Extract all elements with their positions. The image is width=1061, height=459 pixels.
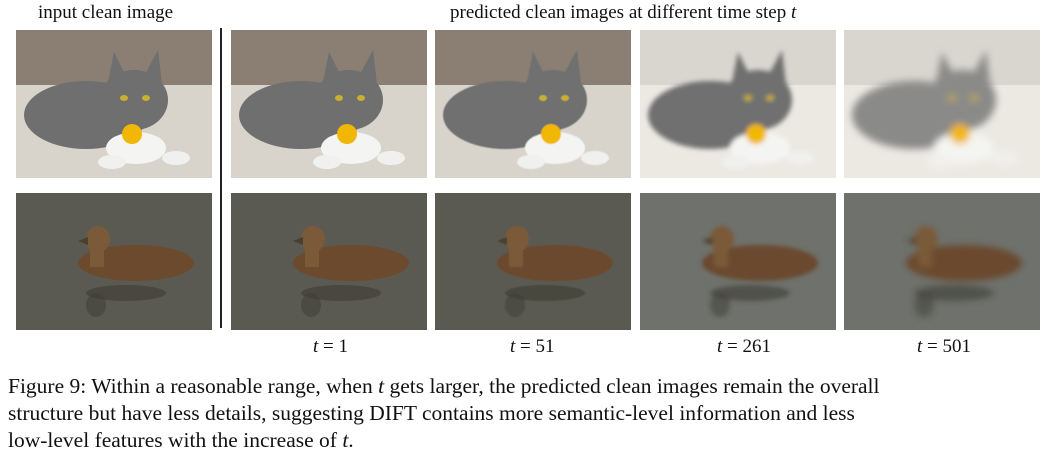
cat-image-t1 xyxy=(231,30,427,178)
input-column-header: input clean image xyxy=(38,2,174,23)
caption-line-2: structure but have less details, suggest… xyxy=(8,401,855,425)
time-step-variable: t xyxy=(313,336,319,357)
duck-image-input xyxy=(16,193,212,330)
cat-image-t261 xyxy=(640,30,836,178)
duck-image-t1 xyxy=(231,193,427,330)
time-step-value: = 1 xyxy=(318,336,348,357)
cat-image-t501 xyxy=(844,30,1040,178)
time-step-value: = 501 xyxy=(922,336,971,357)
time-step-label-1: t = 1 xyxy=(313,336,348,358)
duck-image-t501 xyxy=(844,193,1040,330)
time-step-variable: t xyxy=(917,336,923,357)
column-divider xyxy=(220,28,222,328)
predicted-columns-header: predicted clean images at different time… xyxy=(450,2,796,24)
time-step-value: = 51 xyxy=(515,336,555,357)
predicted-header-text: predicted clean images at different time… xyxy=(450,2,791,23)
time-step-variable: t xyxy=(510,336,516,357)
duck-image-t261 xyxy=(640,193,836,330)
caption-variable: t xyxy=(378,374,385,398)
time-step-variable: t xyxy=(717,336,723,357)
cat-image-t51 xyxy=(435,30,631,178)
cat-image-input xyxy=(16,30,212,178)
duck-image-t51 xyxy=(435,193,631,330)
caption-variable: t xyxy=(342,428,349,452)
figure-caption: Figure 9: Within a reasonable range, whe… xyxy=(8,373,1056,454)
time-step-label-501: t = 501 xyxy=(917,336,971,358)
caption-line-1: Figure 9: Within a reasonable range, whe… xyxy=(8,373,1056,400)
time-step-label-261: t = 261 xyxy=(717,336,771,358)
time-step-value: = 261 xyxy=(722,336,771,357)
predicted-header-variable: t xyxy=(790,2,797,23)
caption-text: . xyxy=(348,428,354,452)
caption-line-3: low-level features with the increase of … xyxy=(8,427,1056,454)
caption-text: Figure 9: Within a reasonable range, whe… xyxy=(8,374,379,398)
time-step-label-51: t = 51 xyxy=(510,336,555,358)
caption-text: low-level features with the increase of xyxy=(8,428,343,452)
caption-text: gets larger, the predicted clean images … xyxy=(384,374,880,398)
